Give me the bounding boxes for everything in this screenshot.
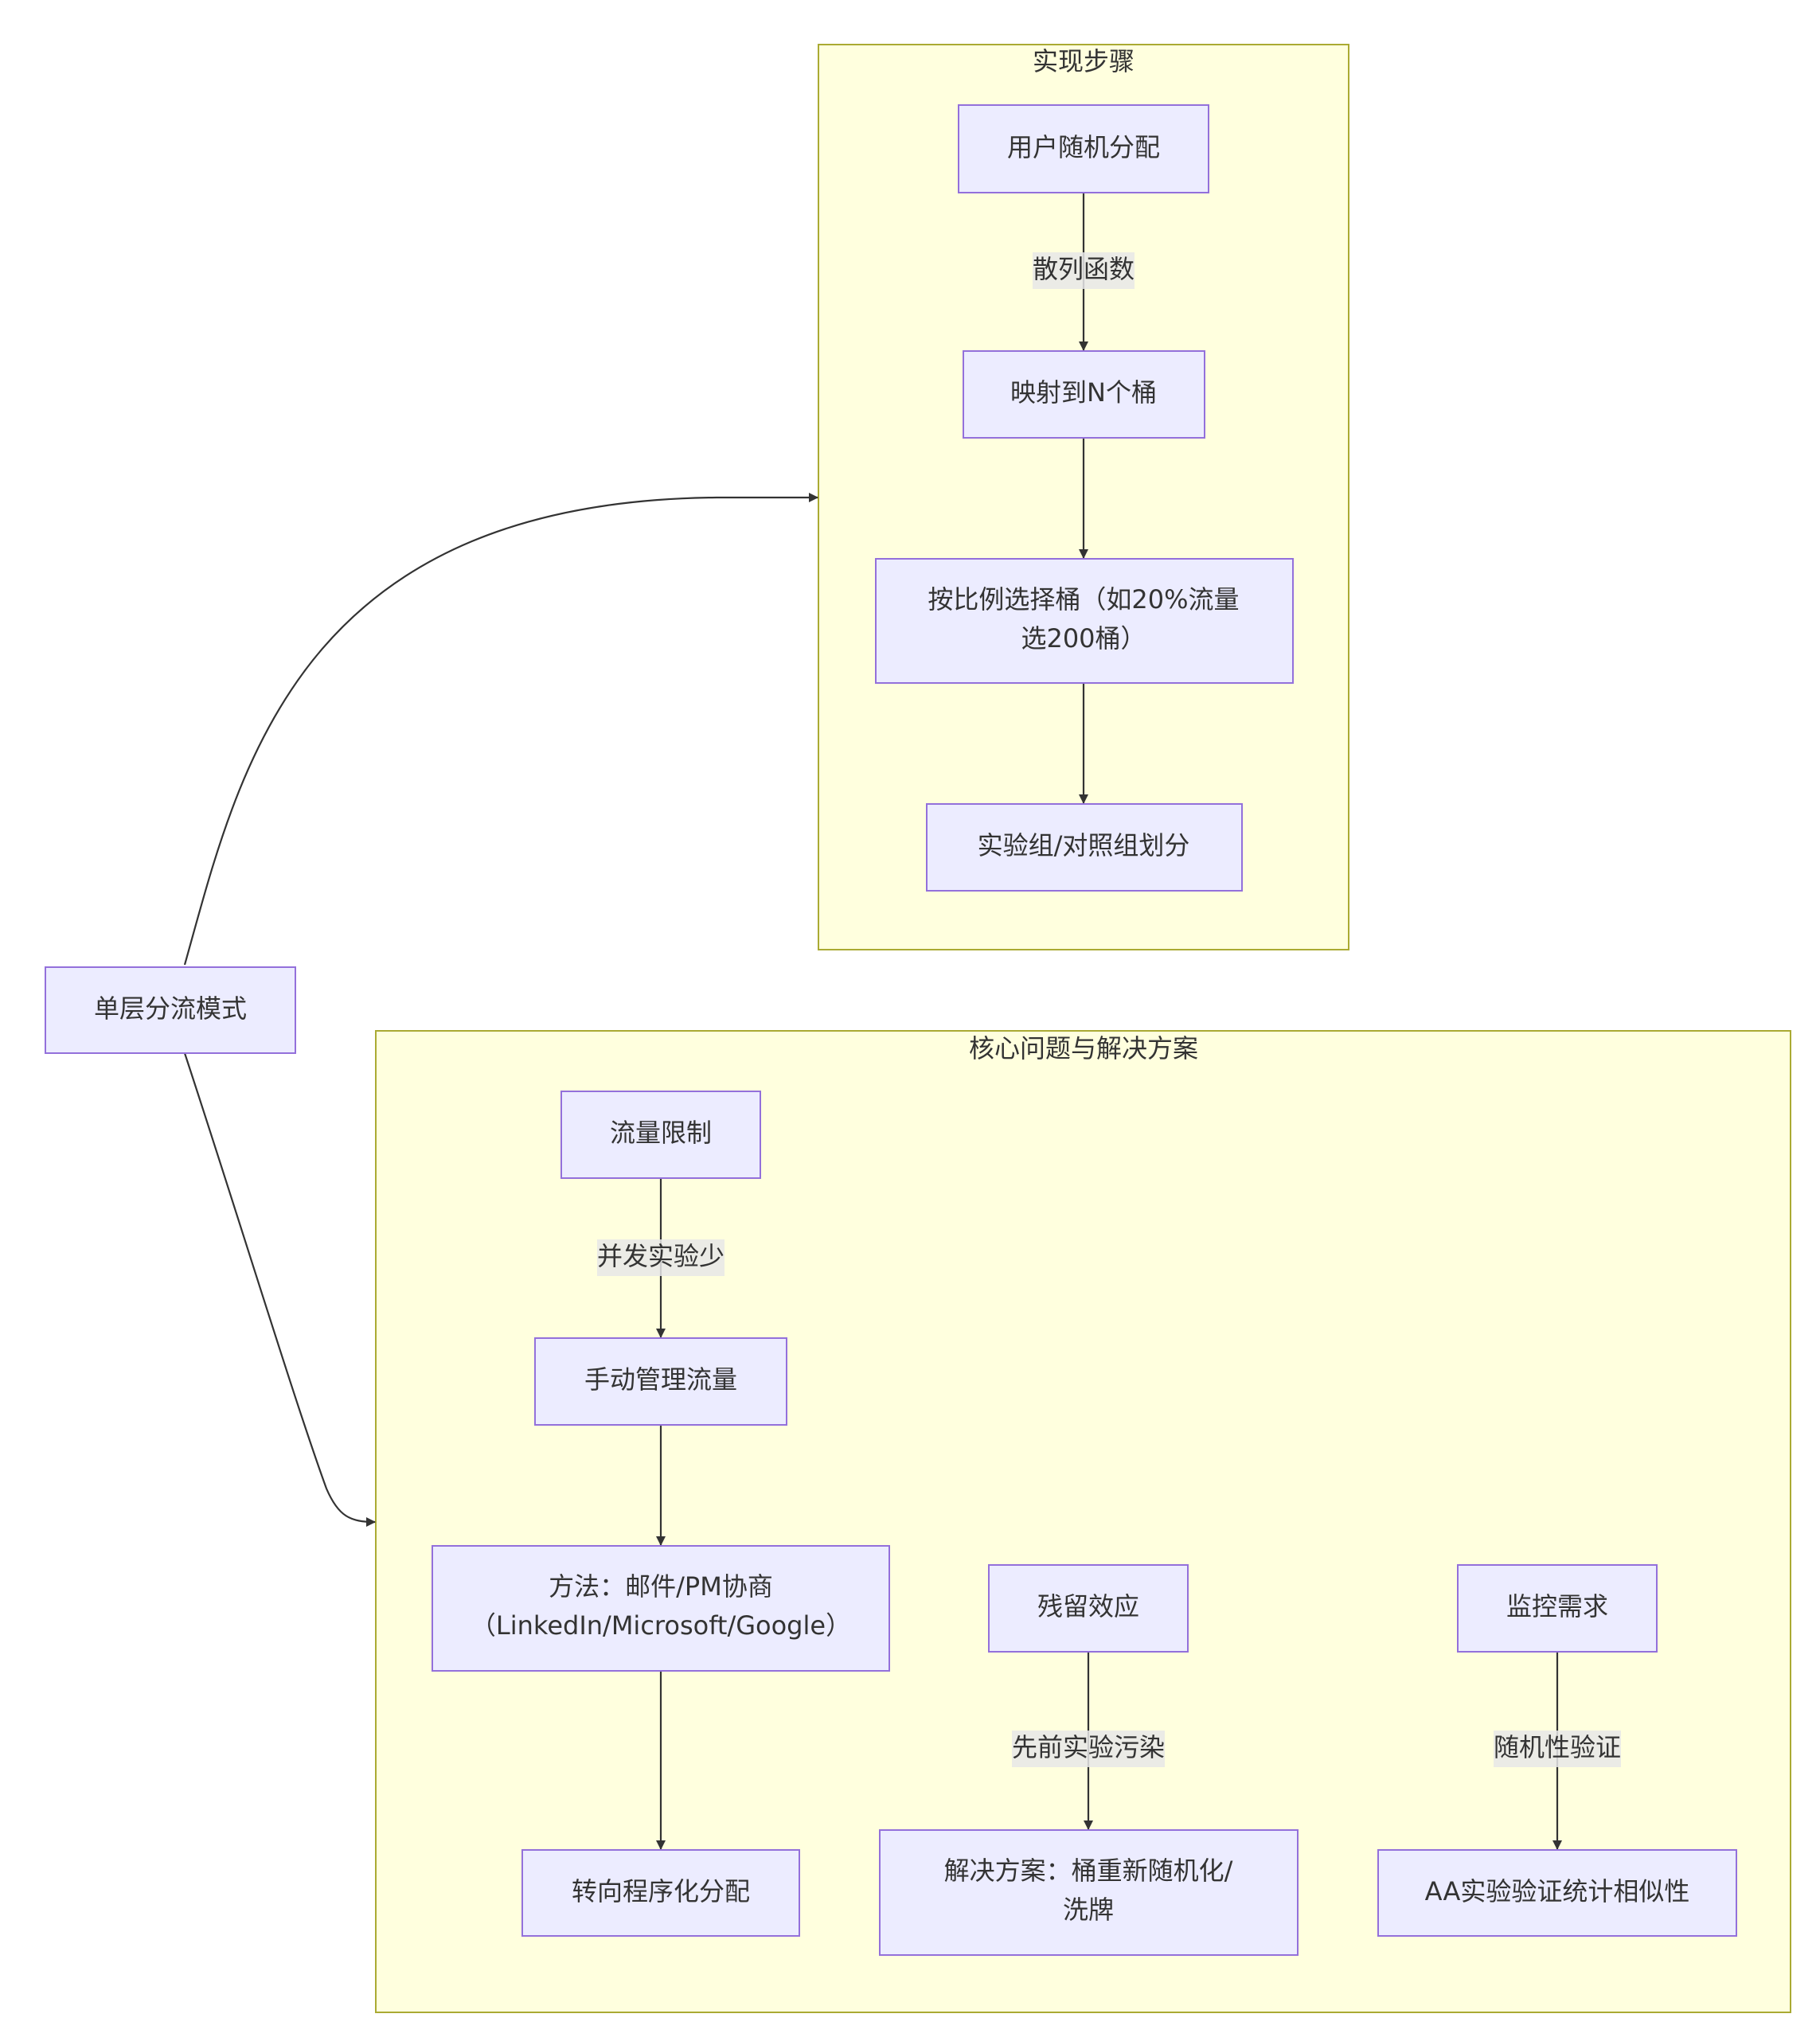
node-method[interactable]: 方法：邮件/PM协商 （LinkedIn/Microsoft/Google） [432, 1545, 890, 1672]
svg-text:实验组/对照组划分: 实验组/对照组划分 [978, 830, 1190, 860]
svg-text:先前实验污染: 先前实验污染 [1012, 1732, 1165, 1762]
cluster-problems-title: 核心问题与解决方案 [969, 1033, 1198, 1063]
node-single-layer[interactable]: 单层分流模式 [45, 966, 296, 1054]
node-carryover[interactable]: 残留效应 [988, 1564, 1189, 1653]
edge-label-prior-pollution: 先前实验污染 [1012, 1731, 1165, 1767]
edge-single-to-problems [183, 1052, 376, 1527]
svg-text:监控需求: 监控需求 [1506, 1591, 1608, 1621]
node-programmatic[interactable]: 转向程序化分配 [521, 1849, 800, 1937]
svg-text:手动管理流量: 手动管理流量 [584, 1364, 737, 1395]
svg-text:用户随机分配: 用户随机分配 [1007, 132, 1160, 162]
node-monitoring[interactable]: 监控需求 [1457, 1564, 1658, 1653]
node-map-buckets[interactable]: 映射到N个桶 [963, 350, 1205, 439]
node-reshuffle[interactable]: 解决方案：桶重新随机化/ 洗牌 [879, 1829, 1299, 1956]
node-group-split[interactable]: 实验组/对照组划分 [926, 803, 1243, 892]
node-user-random[interactable]: 用户随机分配 [958, 104, 1209, 193]
svg-text:洗牌: 洗牌 [1063, 1895, 1114, 1925]
edge-label-random-check: 随机性验证 [1494, 1731, 1621, 1767]
edge-label-hash: 散列函数 [1033, 252, 1135, 289]
svg-text:残留效应: 残留效应 [1037, 1591, 1139, 1621]
cluster-implementation-title: 实现步骤 [1033, 46, 1135, 76]
svg-text:映射到N个桶: 映射到N个桶 [1010, 377, 1157, 408]
svg-text:并发实验少: 并发实验少 [597, 1241, 724, 1271]
svg-text:随机性验证: 随机性验证 [1494, 1732, 1621, 1762]
svg-text:流量限制: 流量限制 [610, 1118, 712, 1148]
node-traffic-limit[interactable]: 流量限制 [560, 1091, 761, 1179]
node-select-buckets[interactable]: 按比例选择桶（如20%流量 选200桶） [875, 558, 1294, 684]
svg-text:选200桶）: 选200桶） [1021, 623, 1146, 654]
svg-text:按比例选择桶（如20%流量: 按比例选择桶（如20%流量 [928, 584, 1239, 615]
svg-text:转向程序化分配: 转向程序化分配 [572, 1876, 750, 1906]
edge-single-to-implementation [183, 493, 818, 966]
svg-text:单层分流模式: 单层分流模式 [94, 993, 247, 1024]
edge-label-few-concurrent: 并发实验少 [597, 1239, 724, 1276]
svg-text:AA实验验证统计相似性: AA实验验证统计相似性 [1425, 1876, 1690, 1906]
node-manual-manage[interactable]: 手动管理流量 [534, 1337, 787, 1426]
svg-text:（LinkedIn/Microsoft/Google）: （LinkedIn/Microsoft/Google） [471, 1610, 851, 1641]
node-aa-test[interactable]: AA实验验证统计相似性 [1377, 1849, 1737, 1937]
svg-text:解决方案：桶重新随机化/: 解决方案：桶重新随机化/ [944, 1856, 1233, 1886]
svg-text:方法：邮件/PM协商: 方法：邮件/PM协商 [549, 1571, 773, 1602]
svg-text:散列函数: 散列函数 [1033, 254, 1135, 284]
